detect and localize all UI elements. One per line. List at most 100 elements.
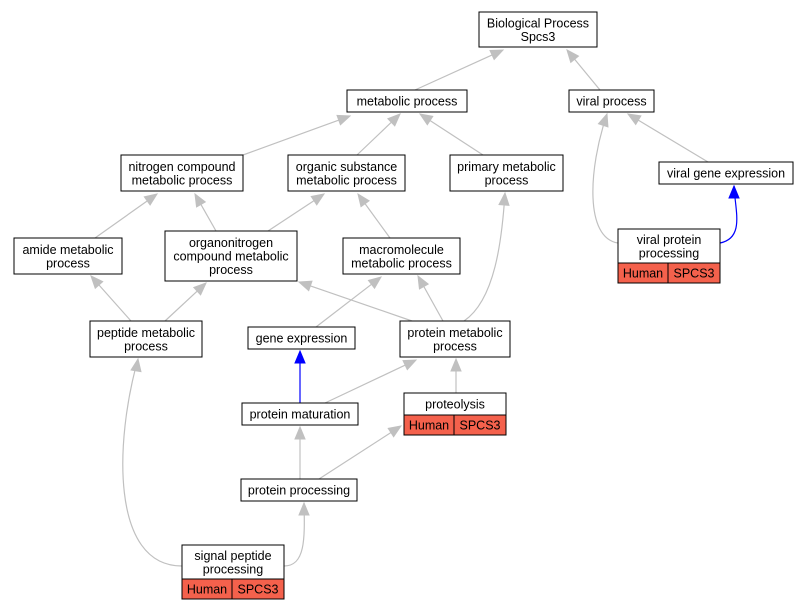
annotation-row: Human SPCS3 <box>617 262 721 284</box>
edge-arrowhead <box>386 113 401 127</box>
edge-line <box>122 358 183 567</box>
node-label-line: proteolysis <box>425 398 485 412</box>
go-term-maturation[interactable]: protein maturation <box>241 402 359 426</box>
annotation-gene-cell <box>453 414 507 436</box>
edge-arrowhead <box>728 184 740 199</box>
node-label-line: metabolic process <box>132 173 233 187</box>
edge-arrowhead <box>417 274 430 290</box>
edge-arrowhead <box>143 193 159 206</box>
node-box <box>449 154 564 192</box>
edge-peptide-to-amide <box>90 275 132 322</box>
annotation-species: Human <box>409 419 449 433</box>
edge-line <box>309 285 413 322</box>
node-label-line: viral process <box>576 95 646 109</box>
node-label-line: signal peptide <box>194 549 271 563</box>
node-label-line: protein maturation <box>250 408 351 422</box>
edge-maturation-to-geneexpr <box>294 349 306 403</box>
node-label-line: metabolic process <box>357 95 458 109</box>
node-label-line: compound metabolic <box>173 250 288 264</box>
edge-line <box>422 285 444 322</box>
edge-arrowhead <box>498 191 510 206</box>
edge-arrowhead <box>626 113 642 126</box>
edge-line <box>356 121 393 156</box>
node-label-line: nitrogen compound <box>128 160 235 174</box>
edge-viralprot-to-viral <box>592 112 619 244</box>
go-term-viral[interactable]: viral process <box>568 89 655 113</box>
edge-arrowhead <box>450 357 462 372</box>
edge-arrowhead <box>336 114 352 126</box>
node-box <box>346 89 468 113</box>
edge-peptide-to-organonitrogen <box>164 282 207 322</box>
edge-viral-to-bp <box>566 48 601 91</box>
edge-geneexpr-to-macromolecule <box>315 276 383 328</box>
edge-line <box>637 119 709 163</box>
node-box <box>287 154 406 192</box>
edge-line <box>324 364 407 404</box>
node-box <box>164 230 298 282</box>
edge-organonitrogen-to-nitrogen <box>194 192 217 232</box>
edge-macromolecule-to-organic <box>357 192 391 239</box>
node-label-line: Spcs3 <box>521 30 556 44</box>
edge-proteinmet-to-organonitrogen <box>297 280 413 322</box>
node-box <box>342 237 461 275</box>
node-box <box>658 161 794 185</box>
edge-line <box>94 199 149 239</box>
edge-line <box>267 199 316 232</box>
edge-viralprot-to-viralgene <box>719 184 740 244</box>
edge-arrowhead <box>597 112 609 128</box>
edge-arrowhead <box>566 48 580 64</box>
node-label-line: metabolic process <box>296 173 397 187</box>
go-term-processing[interactable]: protein processing <box>240 478 358 502</box>
edge-proteinmet-to-primary <box>463 191 510 322</box>
node-label-line: process <box>124 339 168 353</box>
annotation-gene: SPCS3 <box>238 583 279 597</box>
node-box <box>617 228 721 264</box>
node-box <box>399 320 511 358</box>
node-label-line: process <box>46 256 90 270</box>
annotation-gene: SPCS3 <box>674 267 715 281</box>
edge-line <box>363 202 391 239</box>
edge-organonitrogen-to-organic <box>267 193 326 232</box>
edge-line <box>428 119 484 156</box>
annotation-gene: SPCS3 <box>460 419 501 433</box>
annotation-gene-cell <box>667 262 721 284</box>
edge-organic-to-metabolic <box>356 113 401 156</box>
node-box <box>568 89 655 113</box>
node-label-line: viral gene expression <box>667 167 785 181</box>
edge-nitrogen-to-metabolic <box>242 114 352 156</box>
edge-arrowhead <box>298 501 310 516</box>
annotation-species: Human <box>623 267 663 281</box>
edge-processing-to-proteolysis <box>318 425 403 480</box>
annotation-row: Human SPCS3 <box>403 414 507 436</box>
edge-arrowhead <box>418 113 434 126</box>
edge-line <box>414 54 494 91</box>
node-label-line: peptide metabolic <box>97 326 195 340</box>
go-term-metabolic[interactable]: metabolic process <box>346 89 468 113</box>
edge-arrowhead <box>357 192 371 208</box>
edge-arrowhead <box>297 280 313 292</box>
go-term-viralgene[interactable]: viral gene expression <box>658 161 794 185</box>
node-box <box>247 326 356 350</box>
edge-arrowhead <box>130 357 142 373</box>
node-box <box>181 544 285 580</box>
node-label-line: protein processing <box>248 484 350 498</box>
edge-line <box>592 113 619 244</box>
node-box <box>240 478 358 502</box>
node-box <box>478 11 598 48</box>
annotation-species: Human <box>187 583 227 597</box>
go-term-geneexpr[interactable]: gene expression <box>247 326 356 350</box>
node-label-line: primary metabolic <box>457 160 556 174</box>
